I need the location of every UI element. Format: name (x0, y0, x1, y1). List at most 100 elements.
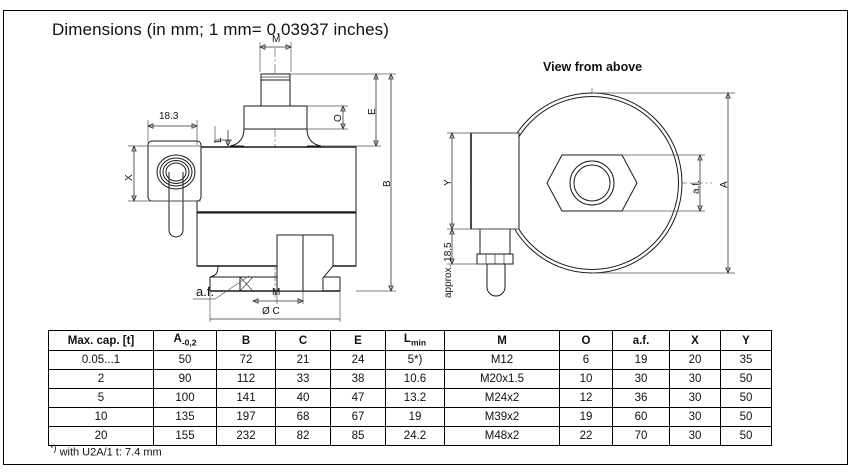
table-cell-o: 10 (559, 369, 613, 389)
dim-label-m-bottom: M (272, 287, 281, 298)
table-cell-m: M48x2 (444, 426, 560, 446)
column-header-a: A-0,2 (153, 330, 217, 351)
table-cell-o: 6 (559, 350, 613, 370)
table-cell-lmin: 10.6 (385, 369, 445, 389)
footnote-text: with U2A/1 t: 7.4 mm (59, 446, 162, 459)
column-header-a-text: A (173, 333, 182, 346)
dim-label-18-3: 18.3 (159, 111, 179, 122)
table-cell-o: 12 (559, 388, 613, 408)
table-cell-x: 30 (669, 388, 721, 408)
column-header-b: B (216, 330, 276, 351)
table-cell-x: 30 (669, 407, 721, 427)
dim-label-e: E (367, 108, 378, 115)
dim-label-x: X (124, 174, 135, 181)
column-header-lmin-subscript: min (410, 337, 427, 348)
table-cell-e: 24 (330, 350, 386, 370)
table-cell-cap: 5 (48, 388, 154, 408)
table-cell-a: 90 (153, 369, 217, 389)
table-cell-cap: 2 (48, 369, 154, 389)
dim-label-diameter-c: Ø C (262, 306, 280, 317)
table-cell-a: 155 (153, 426, 217, 446)
column-header-af: a.f. (612, 330, 670, 351)
table-cell-af: 19 (612, 350, 670, 370)
dim-label-approx-18-5: approx. 18.5 (443, 242, 454, 298)
table-cell-cap: 10 (48, 407, 154, 427)
table-cell-e: 85 (330, 426, 386, 446)
column-header-x: X (669, 330, 721, 351)
table-cell-a: 100 (153, 388, 217, 408)
table-cell-o: 19 (559, 407, 613, 427)
column-header-max-cap: Max. cap. [t] (48, 330, 154, 351)
table-cell-x: 30 (669, 369, 721, 389)
table-cell-m: M39x2 (444, 407, 560, 427)
table-cell-c: 40 (275, 388, 331, 408)
dim-label-m-top: M (272, 34, 281, 45)
table-cell-cap: 0.05...1 (48, 350, 154, 370)
table-cell-c: 82 (275, 426, 331, 446)
table-cell-b: 141 (216, 388, 276, 408)
table-cell-b: 232 (216, 426, 276, 446)
table-cell-y: 35 (720, 350, 772, 370)
page-border-frame (3, 10, 848, 465)
column-header-m: M (444, 330, 560, 351)
table-cell-o: 22 (559, 426, 613, 446)
column-header-a-subscript: -0,2 (181, 337, 197, 348)
column-header-c: C (275, 330, 331, 351)
footnote-marker: *) (50, 443, 57, 453)
column-header-lmin-text: L (403, 333, 411, 346)
table-cell-x: 20 (669, 350, 721, 370)
dim-label-af-side: a.f. (196, 284, 215, 299)
table-cell-b: 72 (216, 350, 276, 370)
table-cell-lmin: 19 (385, 407, 445, 427)
table-cell-b: 112 (216, 369, 276, 389)
table-cell-x: 30 (669, 426, 721, 446)
dim-label-af-top: a.f. (691, 180, 702, 194)
table-cell-a: 50 (153, 350, 217, 370)
table-cell-af: 30 (612, 369, 670, 389)
table-cell-lmin: 5*) (385, 350, 445, 370)
table-cell-y: 50 (720, 407, 772, 427)
table-cell-m: M24x2 (444, 388, 560, 408)
dim-label-a: A (719, 181, 730, 188)
dim-label-y: Y (443, 179, 454, 186)
page-title: Dimensions (in mm; 1 mm= 0.03937 inches) (52, 20, 390, 39)
table-cell-e: 67 (330, 407, 386, 427)
view-from-above-label: View from above (543, 60, 643, 74)
column-header-lmin: Lmin (385, 330, 445, 351)
table-cell-lmin: 24.2 (385, 426, 445, 446)
table-cell-m: M12 (444, 350, 560, 370)
dimensions-table: Max. cap. [t] A-0,2 B C E Lmin M O a.f. … (48, 330, 772, 446)
table-cell-af: 60 (612, 407, 670, 427)
table-cell-y: 50 (720, 369, 772, 389)
table-cell-c: 21 (275, 350, 331, 370)
table-cell-c: 33 (275, 369, 331, 389)
column-header-e: E (330, 330, 386, 351)
table-cell-a: 135 (153, 407, 217, 427)
table-cell-cap: 20 (48, 426, 154, 446)
table-cell-af: 36 (612, 388, 670, 408)
table-cell-b: 197 (216, 407, 276, 427)
dim-label-l: L (213, 137, 224, 143)
table-cell-e: 47 (330, 388, 386, 408)
table-header-row: Max. cap. [t] A-0,2 B C E Lmin M O a.f. … (48, 330, 772, 351)
table-footnote: *) with U2A/1 t: 7.4 mm (50, 443, 162, 459)
column-header-y: Y (720, 330, 772, 351)
table-cell-c: 68 (275, 407, 331, 427)
dim-label-o: O (333, 114, 344, 122)
column-header-o: O (559, 330, 613, 351)
table-cell-m: M20x1.5 (444, 369, 560, 389)
table-cell-y: 50 (720, 426, 772, 446)
table-cell-lmin: 13.2 (385, 388, 445, 408)
table-cell-y: 50 (720, 388, 772, 408)
table-cell-e: 38 (330, 369, 386, 389)
dim-label-b: B (382, 180, 393, 187)
